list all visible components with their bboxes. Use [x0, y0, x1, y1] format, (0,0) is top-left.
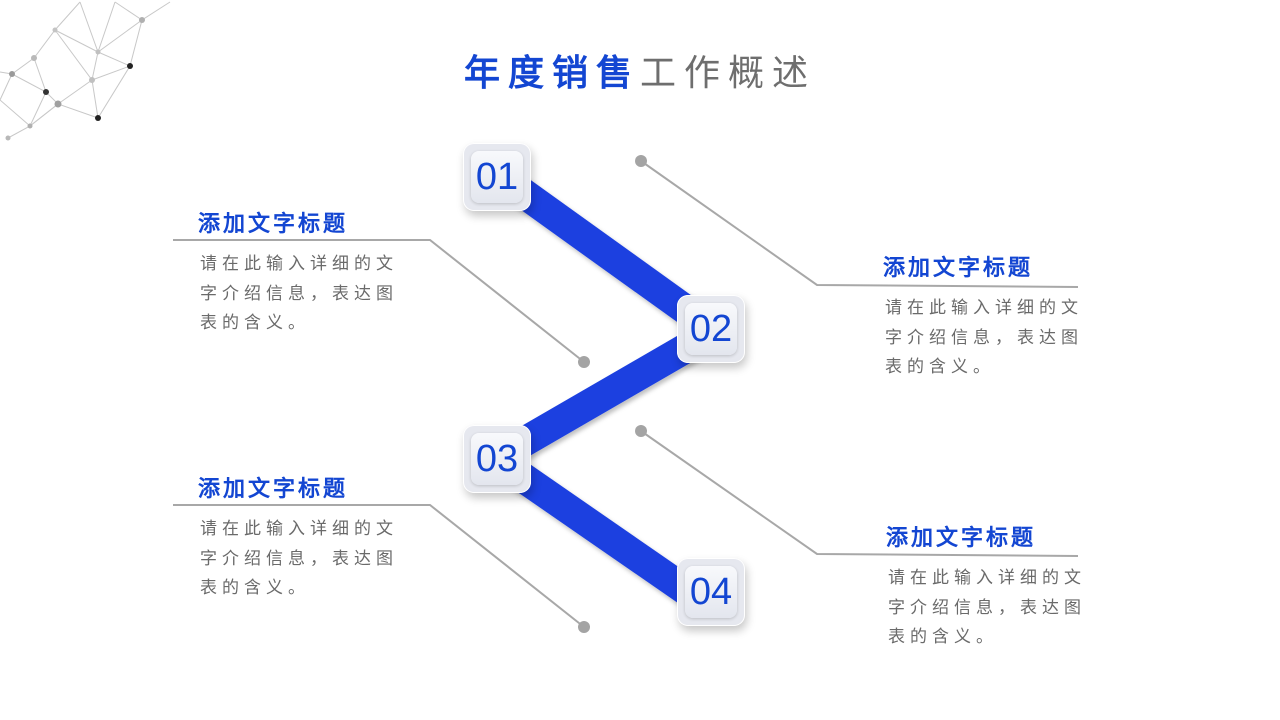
leader-line-2 — [640, 160, 1079, 288]
page-title: 年度销售工作概述 — [0, 44, 1280, 96]
title-rest: 工作概述 — [640, 53, 817, 94]
step-number: 04 — [689, 571, 733, 613]
leader-dot-4 — [635, 425, 647, 437]
step-number: 03 — [475, 438, 519, 480]
step-body-03: 请在此输入详细的文字介绍信息，表达图表的含义。 — [200, 519, 398, 598]
connector-02-03 — [502, 327, 708, 463]
step-body-02: 请在此输入详细的文字介绍信息，表达图表的含义。 — [885, 298, 1083, 377]
step-number-box-04: 04 — [677, 558, 745, 626]
step-heading-03: 添加文字标题 — [198, 477, 349, 502]
step-number-box-01: 01 — [463, 143, 531, 211]
leader-dot-3 — [578, 621, 590, 633]
leader-dot-1 — [578, 356, 590, 368]
title-highlight: 年度销售 — [463, 53, 640, 94]
step-number: 01 — [475, 156, 519, 198]
step-number: 02 — [689, 308, 733, 350]
connector-03-04 — [503, 457, 709, 613]
step-body-01: 请在此输入详细的文字介绍信息，表达图表的含义。 — [200, 254, 398, 333]
connector-01-02 — [503, 172, 709, 333]
polygon-network-decoration — [0, 1, 171, 141]
blue-connector-group — [502, 172, 709, 613]
leader-line-4 — [640, 430, 1079, 557]
leader-dot-2 — [635, 155, 647, 167]
step-number-box-03: 03 — [463, 425, 531, 493]
leader-line-1 — [173, 239, 585, 363]
step-number-box-02: 02 — [677, 295, 745, 363]
leader-line-3 — [173, 504, 585, 628]
step-heading-02: 添加文字标题 — [883, 256, 1034, 281]
step-heading-04: 添加文字标题 — [886, 526, 1037, 551]
step-heading-01: 添加文字标题 — [198, 212, 349, 237]
step-body-04: 请在此输入详细的文字介绍信息，表达图表的含义。 — [888, 568, 1086, 647]
